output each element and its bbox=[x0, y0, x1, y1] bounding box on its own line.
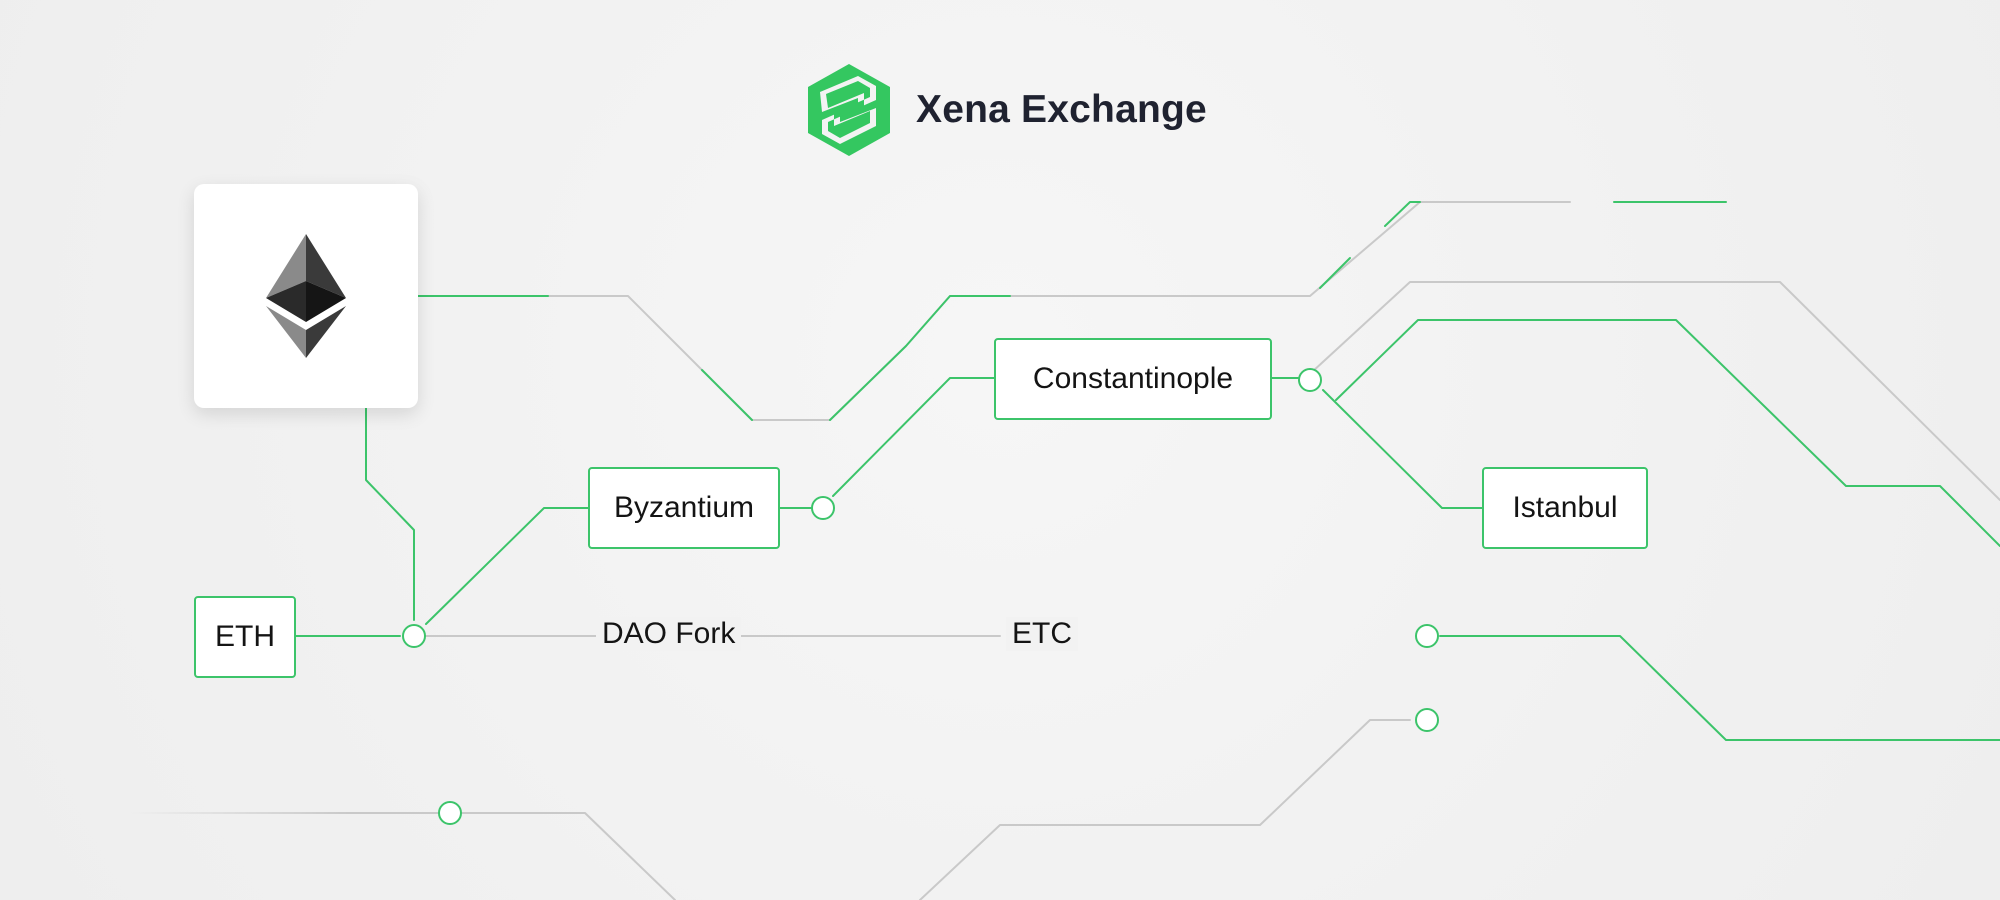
trace-right-upper bbox=[1311, 281, 2000, 501]
junction-circle-constantinople bbox=[1298, 368, 1322, 392]
label-dao-fork: DAO Fork bbox=[596, 617, 742, 651]
trace-card-to-junction bbox=[365, 407, 415, 621]
brand-name: Xena Exchange bbox=[916, 88, 1207, 131]
xena-hexagon-logo-icon bbox=[808, 64, 890, 156]
trace-junction-to-byzantium bbox=[425, 507, 591, 625]
node-constantinople: Constantinople bbox=[994, 338, 1272, 420]
trace-to-constantinople bbox=[832, 377, 997, 497]
trace-top-green-c bbox=[829, 295, 1011, 421]
trace-top-green-d bbox=[1319, 257, 1351, 289]
trace-bottom-mid bbox=[919, 719, 1411, 900]
node-istanbul: Istanbul bbox=[1482, 467, 1648, 549]
trace-right-green-lower bbox=[1439, 635, 2000, 741]
trace-right-green-upper bbox=[1335, 319, 2000, 547]
label-etc: ETC bbox=[1006, 617, 1078, 651]
ethereum-diamond-icon bbox=[266, 234, 346, 358]
trace-to-istanbul bbox=[1322, 389, 1485, 509]
trace-bottom-left bbox=[129, 812, 676, 900]
junction-circle-byzantium bbox=[811, 496, 835, 520]
node-eth: ETH bbox=[194, 596, 296, 678]
brand-header: Xena Exchange bbox=[806, 62, 1207, 158]
junction-circle-bottom-left bbox=[438, 801, 462, 825]
junction-circle-eth bbox=[402, 624, 426, 648]
junction-circle-right-mid bbox=[1415, 624, 1439, 648]
ethereum-card bbox=[194, 184, 418, 408]
trace-top-green-e bbox=[1384, 201, 1421, 227]
trace-top-green-b bbox=[701, 369, 753, 421]
node-byzantium: Byzantium bbox=[588, 467, 780, 549]
junction-circle-right-low bbox=[1415, 708, 1439, 732]
